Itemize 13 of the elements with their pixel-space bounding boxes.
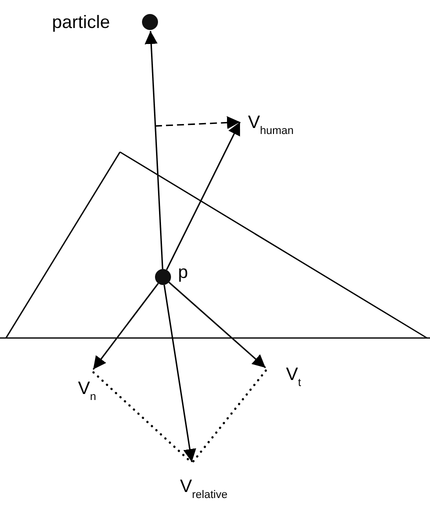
velocity-label: V$_{t}$: [286, 364, 302, 391]
arrow: [164, 284, 196, 462]
arrow: [92, 282, 159, 370]
arrow: [144, 30, 164, 270]
velocity-label: V$_{human}$: [248, 112, 294, 139]
point-label: p: [178, 262, 188, 282]
dashed-arrow: [154, 116, 240, 130]
dotted-line: [192, 370, 267, 464]
velocity-label: V$_{relative}$: [180, 476, 228, 503]
velocity-label: V$_{n}$: [78, 378, 96, 405]
arrow: [166, 122, 241, 270]
arrow: [168, 282, 266, 368]
particle-label: particle: [52, 12, 110, 32]
